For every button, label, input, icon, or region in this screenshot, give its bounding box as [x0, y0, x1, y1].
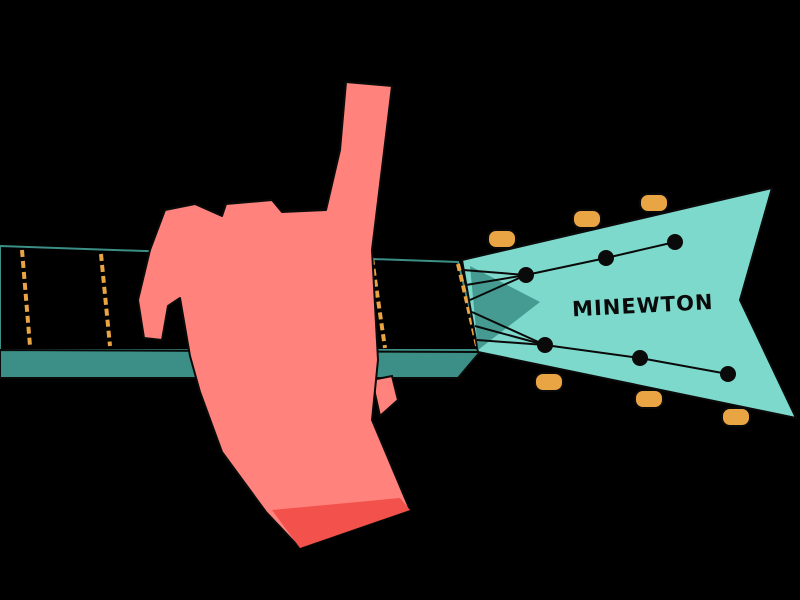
fret — [20, 249, 32, 347]
guitar-string — [474, 325, 546, 346]
guitar-string — [471, 311, 546, 346]
tuner-peg — [721, 407, 751, 427]
hand-palm — [137, 81, 411, 549]
headstock-body — [460, 186, 798, 420]
fret — [456, 263, 480, 351]
tuner-peg — [572, 209, 602, 229]
tuner-peg — [639, 193, 669, 213]
guitar-string — [476, 339, 546, 346]
tuner-post — [518, 267, 534, 283]
tuner-peg-group — [487, 193, 751, 427]
tuner-post — [720, 366, 736, 382]
rock-on-hand-icon — [137, 81, 411, 549]
tuner-post — [598, 250, 614, 266]
tuner-post — [632, 350, 648, 366]
tuner-post — [537, 337, 553, 353]
guitar-string — [469, 274, 527, 301]
tuner-peg — [534, 372, 564, 392]
hand-cuff — [272, 498, 410, 548]
tuner-post — [667, 234, 683, 250]
tuner-peg — [634, 389, 664, 409]
tuner-post-group — [518, 234, 736, 382]
guitar-string — [465, 274, 527, 286]
guitar-string — [462, 269, 527, 276]
tuner-peg — [487, 229, 517, 249]
hand-lower-finger — [370, 374, 400, 418]
guitar-headstock: MINEWTON — [460, 186, 798, 427]
fret — [99, 253, 112, 347]
